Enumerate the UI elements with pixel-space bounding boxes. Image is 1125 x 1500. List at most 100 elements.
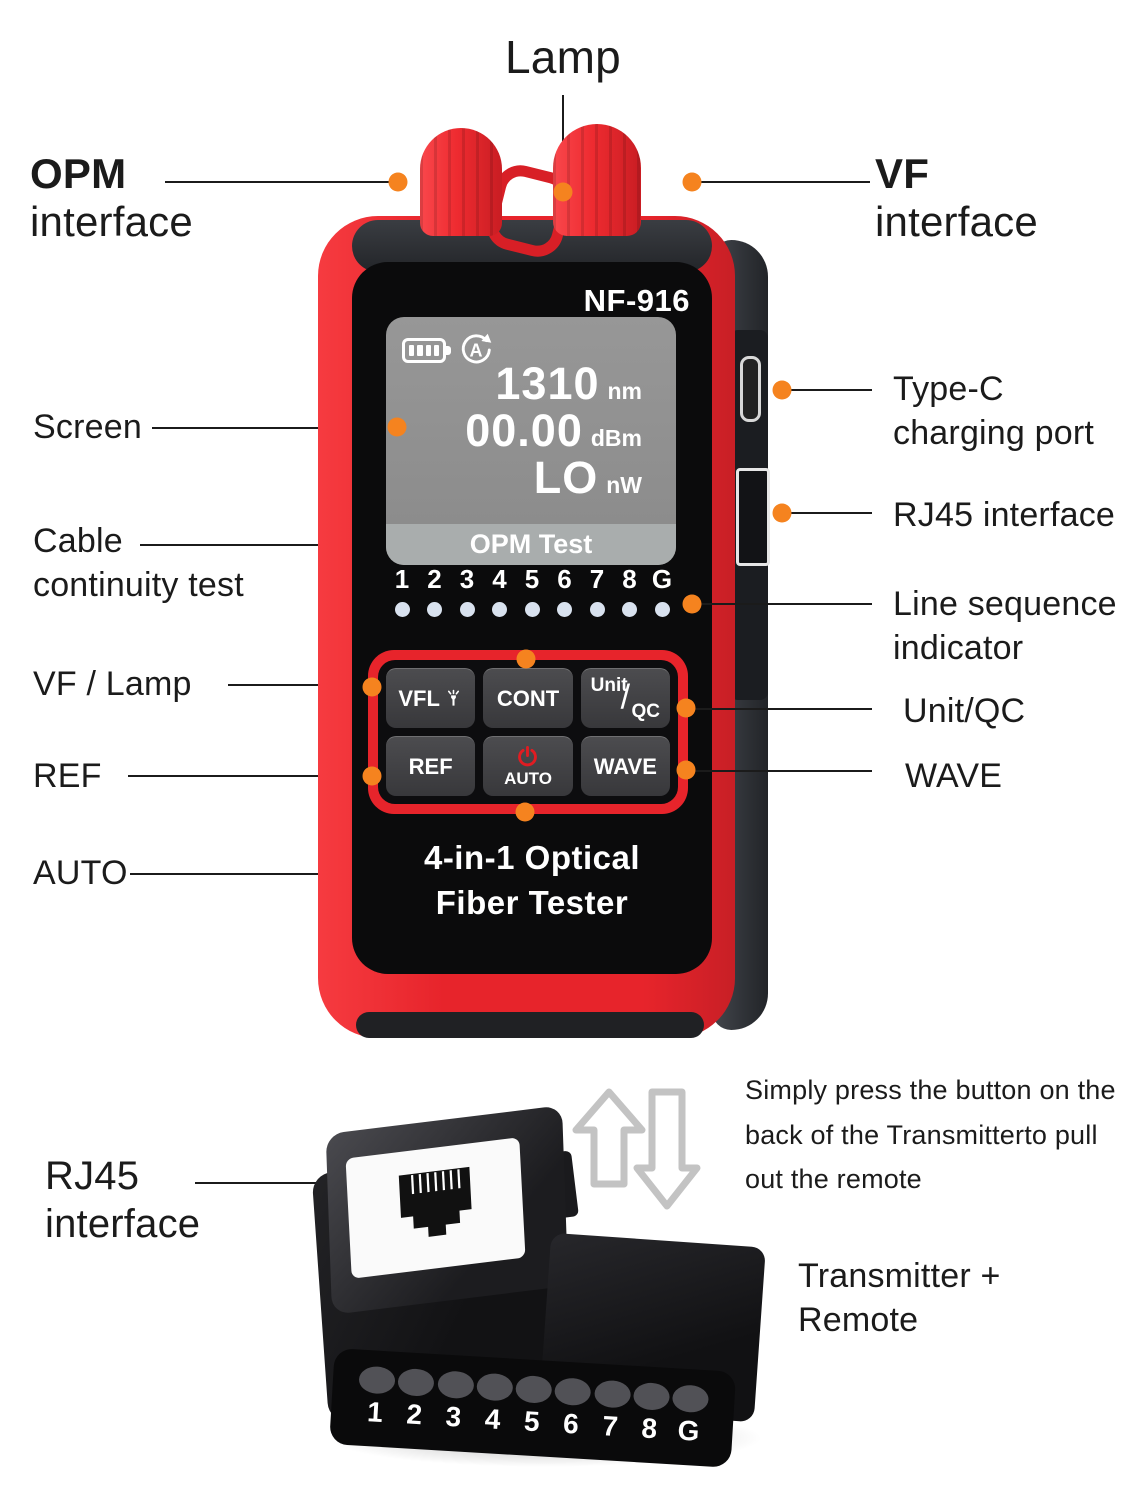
channel-label: G [651, 564, 673, 594]
unit-qc-callout-dot [676, 698, 696, 718]
channel-label: 2 [427, 564, 442, 594]
tx-led [593, 1379, 631, 1409]
channel-led [492, 602, 507, 617]
lamp-callout-dot [553, 182, 573, 202]
channel-led [654, 602, 670, 617]
keypad-bottom-callout-dot [515, 802, 535, 822]
channel-led [557, 602, 572, 617]
rj45-bottom-port [345, 1137, 526, 1279]
vfl-button-label: VFL [398, 685, 440, 711]
channel-label: 3 [459, 564, 475, 594]
unit-qc-button: Unit / QC [580, 668, 670, 728]
ref-label: REF [33, 757, 102, 795]
tx-channel-label: G [676, 1414, 701, 1447]
tx-led [671, 1384, 710, 1414]
type-c-port [740, 356, 761, 422]
tx-led [514, 1374, 553, 1404]
rj45-jack-icon [398, 1166, 472, 1237]
tx-channel-label: 8 [640, 1412, 659, 1445]
keypad: VFL CONT Unit / QC REF AUTO W [368, 650, 688, 814]
rj45-side-callout-line [790, 512, 872, 514]
screen-mode-bar: OPM Test [386, 524, 676, 565]
unit-label: Unit [590, 675, 628, 696]
wavelength-unit: nm [607, 378, 643, 404]
tx-led [358, 1365, 396, 1395]
wave-button: WAVE [580, 736, 670, 796]
vf-callout-dot [682, 172, 702, 192]
channel-led [394, 602, 410, 617]
power-icon [518, 745, 538, 766]
channel-label: 1 [394, 564, 410, 594]
vf-lamp-label: VF / Lamp [33, 665, 192, 703]
auto-label: AUTO [33, 854, 128, 892]
vf-label-sub: interface [875, 198, 1038, 246]
opm-callout-dot [388, 172, 408, 192]
svg-text:A: A [470, 340, 483, 360]
type-c-label-line2: charging port [893, 413, 1095, 452]
channel-led [459, 602, 475, 617]
tx-led [632, 1381, 671, 1411]
channel-led [427, 602, 442, 617]
vf-lamp-callout-line [228, 684, 366, 686]
type-c-callout-dot [772, 380, 792, 400]
tx-channel-label: 7 [601, 1410, 619, 1442]
flashlight-icon [444, 689, 463, 708]
cable-continuity-label: Cable continuity test [33, 520, 244, 607]
channel-label: 7 [589, 564, 605, 594]
vfl-callout-dot [362, 677, 382, 697]
unit-qc-label: Unit/QC [903, 692, 1026, 730]
wave-callout-dot [676, 760, 696, 780]
channel-label: 4 [492, 564, 507, 594]
rj45-bottom-callout-line [195, 1182, 332, 1184]
rj45-bottom-line1: RJ45 [45, 1154, 140, 1198]
device-tagline: 4-in-1 Optical Fiber Tester [352, 836, 712, 925]
vf-interface-label: VF interface [875, 150, 1038, 247]
auto-callout-line [130, 873, 357, 875]
auto-button-label: AUTO [504, 768, 552, 788]
tx-led [554, 1377, 592, 1407]
wave-label: WAVE [905, 757, 1003, 795]
rj45-side-label: RJ45 interface [893, 496, 1116, 534]
device-bottom-lip [356, 1012, 704, 1038]
tx-led [397, 1367, 435, 1398]
wave-callout-line [692, 770, 872, 772]
opm-dust-cap [420, 128, 502, 236]
ref-callout-line [128, 775, 366, 777]
line-sequence-label: Line sequence indicator [893, 583, 1117, 670]
transmitter-caption: Transmitter + Remote [798, 1257, 1001, 1339]
line-seq-label-line1: Line sequence [893, 585, 1117, 623]
screen-callout-line [152, 427, 354, 429]
cont-button-label: CONT [496, 685, 560, 711]
vf-callout-line [700, 181, 870, 183]
type-c-label: Type-C charging port [893, 368, 1094, 455]
keypad-top-callout-dot [516, 649, 536, 669]
tx-channel-label: 1 [366, 1396, 384, 1429]
cable-label-line2: continuity test [33, 565, 244, 604]
model-number: NF-916 [583, 283, 690, 318]
tagline-line2: Fiber Tester [435, 883, 629, 921]
power-value: 00.00 [465, 404, 583, 456]
auto-mode-icon: A [461, 333, 492, 364]
tx-channel-label: 4 [483, 1403, 502, 1436]
channel-label: 6 [557, 564, 572, 594]
channel-label: 5 [524, 564, 540, 594]
opm-interface-label: OPM interface [30, 150, 193, 247]
type-c-label-line1: Type-C [893, 370, 1004, 408]
opm-label-title: OPM [30, 150, 127, 197]
cont-button: CONT [483, 668, 573, 728]
level-unit: nW [606, 471, 642, 498]
channel-led [589, 602, 605, 617]
ref-callout-dot [362, 766, 382, 786]
channel-led [622, 602, 637, 617]
wave-button-label: WAVE [593, 753, 657, 779]
opm-callout-line [165, 181, 392, 183]
tx-led [436, 1370, 475, 1400]
slash-glyph: / [620, 678, 631, 717]
auto-power-button: AUTO [483, 736, 573, 796]
rj45-side-port [736, 468, 770, 566]
tx-channel-label: 2 [405, 1398, 423, 1431]
note-line2: back of the Transmitterto pull [745, 1119, 1098, 1150]
channel-label: 8 [622, 564, 637, 594]
